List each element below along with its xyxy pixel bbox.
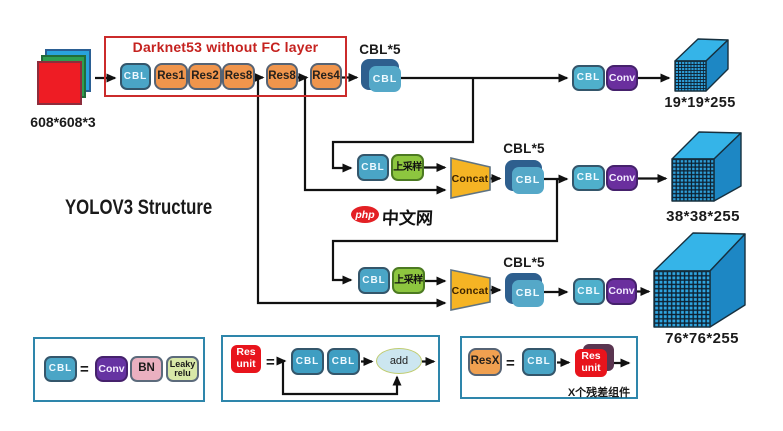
svg-text:Concat: Concat xyxy=(452,173,489,185)
svg-text:Concat: Concat xyxy=(452,285,489,297)
